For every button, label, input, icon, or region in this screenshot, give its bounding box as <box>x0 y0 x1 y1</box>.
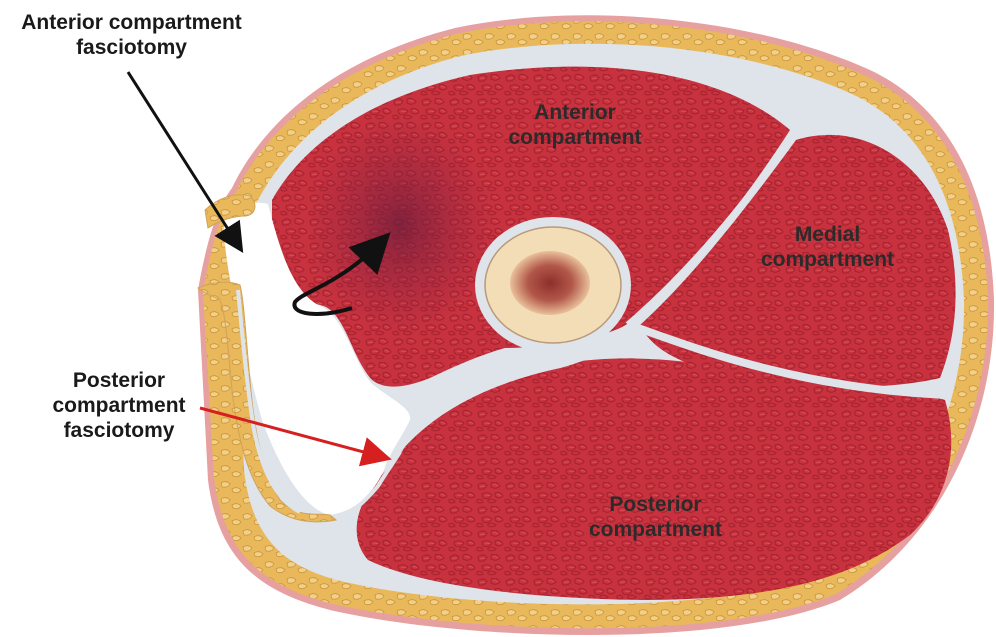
label-line: Posterior <box>34 368 204 393</box>
label-line: compartment <box>490 125 660 150</box>
retracted-muscle-shading <box>305 115 495 335</box>
label-line: compartment <box>34 393 204 418</box>
label-line: fasciotomy <box>4 35 259 60</box>
label-posterior-compartment-fasciotomy: Posterior compartment fasciotomy <box>34 368 204 443</box>
label-line: Posterior <box>568 492 743 517</box>
label-line: Anterior compartment <box>4 10 259 35</box>
label-line: Anterior <box>490 100 660 125</box>
label-medial-compartment: Medial compartment <box>740 222 915 272</box>
label-line: compartment <box>740 247 915 272</box>
femur-marrow <box>510 251 590 315</box>
label-posterior-compartment: Posterior compartment <box>568 492 743 542</box>
label-anterior-compartment-fasciotomy: Anterior compartment fasciotomy <box>4 10 259 60</box>
label-line: Medial <box>740 222 915 247</box>
label-line: fasciotomy <box>34 418 204 443</box>
label-line: compartment <box>568 517 743 542</box>
anterior-fasciotomy-pointer-arrow <box>128 72 240 248</box>
label-anterior-compartment: Anterior compartment <box>490 100 660 150</box>
